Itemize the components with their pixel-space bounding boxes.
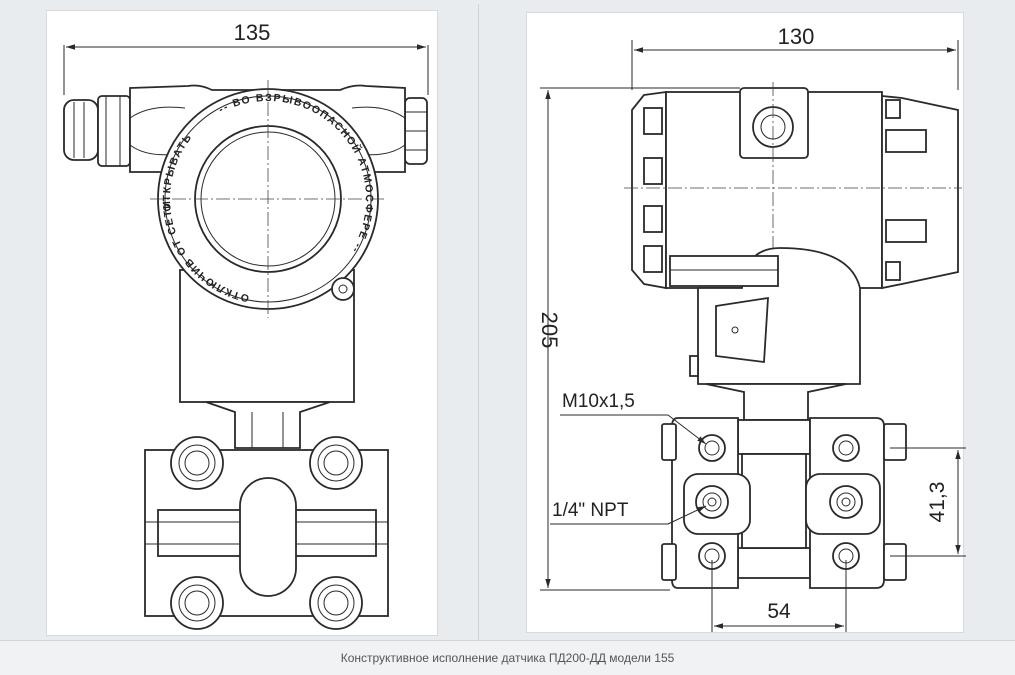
side-view-drawing: 130 205 [537,24,966,632]
flange-nuts [170,436,363,630]
drawing-canvas: 135 ОТКЛ [63,20,966,632]
ground-plate [715,296,769,364]
dim-flange-height: 41,3 [926,482,949,523]
dim-width-right: 130 [778,24,815,49]
sensor-stem [205,401,331,449]
label-port: 1/4" NPT [552,500,629,521]
cable-gland-left [63,95,131,167]
lock-clip [669,255,779,287]
plug-right [404,97,428,165]
dim-height: 205 [537,312,562,349]
cover-lock [331,277,355,301]
front-view-drawing: 135 ОТКЛ [63,20,429,630]
housing-cover-right [881,95,959,290]
dim-bolt-spacing: 54 [767,600,791,623]
flange-slot [239,477,297,597]
dim-width-left: 135 [234,20,271,45]
label-thread: M10x1,5 [562,391,635,412]
figure-caption: Конструктивное исполнение датчика ПД200-… [0,640,1015,675]
panel-divider [478,4,479,640]
side-stem [705,383,847,421]
